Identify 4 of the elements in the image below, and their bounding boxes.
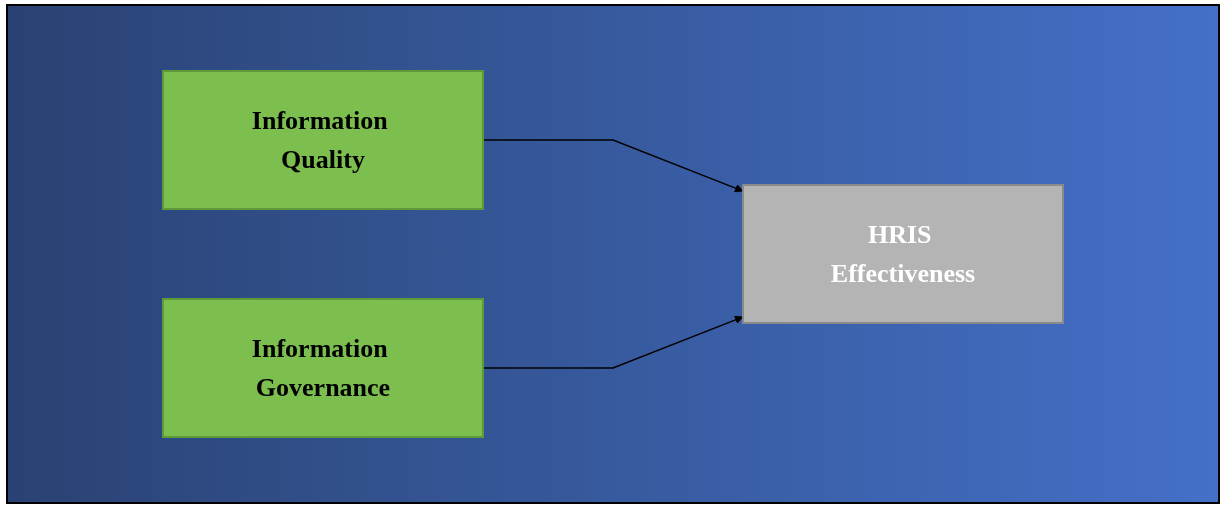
node-box (162, 298, 484, 438)
diagram-background: Information Quality Information Governance HRIS Effectiveness (6, 4, 1220, 504)
node-box (162, 70, 484, 210)
node-box (742, 184, 1064, 324)
